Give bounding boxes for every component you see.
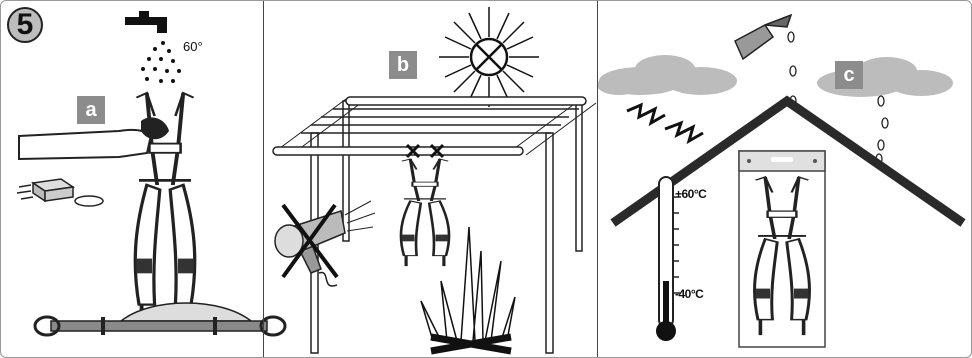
storage-bag-icon: [739, 151, 825, 347]
hairdryer-prohibited-icon: [275, 201, 375, 286]
panel-c-artwork: [597, 15, 963, 347]
water-temperature-label: 60°: [183, 39, 203, 54]
panel-label-c: c: [835, 61, 863, 89]
tap-icon: [125, 11, 167, 33]
water-drops-icon: [788, 32, 888, 164]
panel-b-artwork: [273, 7, 596, 353]
wind-icon: [627, 105, 703, 141]
lanyard-icon: [35, 303, 285, 335]
sun-icon: [439, 7, 539, 107]
soap-icon: [17, 179, 103, 206]
min-temperature-label: -40°C: [675, 287, 703, 301]
panel-label-a: a: [77, 96, 105, 124]
panel-divider: [597, 1, 598, 358]
cloud-icon: [597, 55, 737, 95]
watering-can-icon: [735, 15, 791, 59]
panel-a-artwork: [17, 11, 285, 335]
thermometer-icon: [656, 177, 681, 341]
water-spray-icon: [141, 41, 181, 83]
step-number-badge: 5: [7, 7, 43, 43]
panel-label-b: b: [389, 51, 417, 79]
panel-divider: [263, 1, 264, 358]
max-temperature-label: +60°C: [675, 187, 706, 201]
